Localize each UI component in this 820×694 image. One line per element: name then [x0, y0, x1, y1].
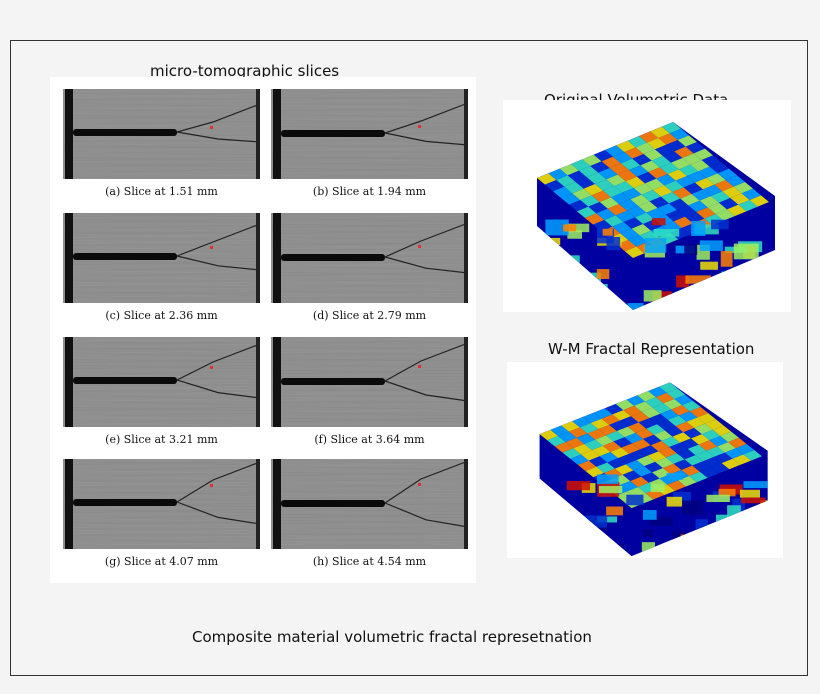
slice-image	[63, 213, 260, 303]
ct-slice-svg	[63, 337, 260, 427]
ct-slice-svg	[271, 337, 468, 427]
original-volume-render	[503, 100, 791, 312]
slice-caption: (h) Slice at 4.54 mm	[312, 555, 427, 568]
volume-svg	[537, 122, 775, 310]
fractal-volume-render	[507, 362, 783, 558]
slice-caption: (b) Slice at 1.94 mm	[312, 185, 427, 198]
ct-slice-svg	[271, 89, 468, 179]
slice-caption: (c) Slice at 2.36 mm	[105, 309, 218, 322]
slice-image	[63, 337, 260, 427]
slice-caption: (d) Slice at 2.79 mm	[312, 309, 427, 322]
ct-slice-svg	[271, 459, 468, 549]
slice-image	[271, 89, 468, 179]
slice-image	[271, 337, 468, 427]
slice-image	[271, 213, 468, 303]
ct-slice-svg	[63, 459, 260, 549]
slice-caption: (e) Slice at 3.21 mm	[105, 433, 218, 446]
ct-slice-svg	[271, 213, 468, 303]
slice-caption: (g) Slice at 4.07 mm	[104, 555, 219, 568]
slices-panel: (a) Slice at 1.51 mm (b) Slice at 1.94 m…	[50, 77, 476, 583]
figure-caption: Composite material volumetric fractal re…	[192, 628, 592, 646]
slices-title: micro-tomographic slices	[150, 62, 340, 80]
volume-svg	[539, 382, 768, 557]
slice-caption: (a) Slice at 1.51 mm	[105, 185, 218, 198]
slice-image	[63, 459, 260, 549]
fractal-volume-title: W-M Fractal Representation	[548, 340, 755, 358]
ct-slice-svg	[63, 213, 260, 303]
slice-image	[63, 89, 260, 179]
ct-slice-svg	[63, 89, 260, 179]
slice-image	[271, 459, 468, 549]
slice-caption: (f) Slice at 3.64 mm	[314, 433, 425, 446]
